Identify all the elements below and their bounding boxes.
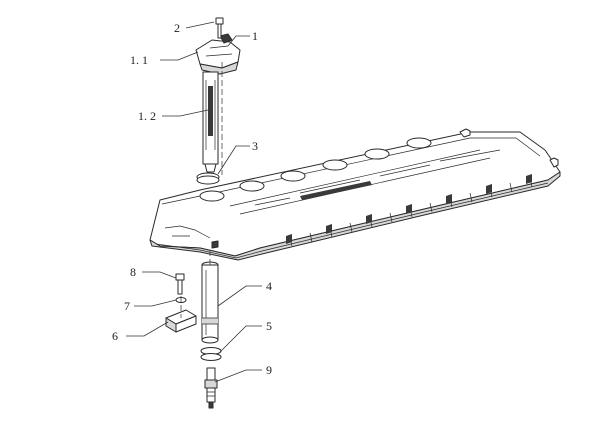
- label-1-1: 1. 1: [130, 53, 148, 67]
- valve-cover: [149, 128, 561, 261]
- label-5: 5: [266, 319, 272, 333]
- o-ring-5: [200, 347, 222, 361]
- label-1-2: 1. 2: [138, 109, 156, 123]
- sleeve-tube: [201, 261, 219, 344]
- label-4: 4: [266, 279, 272, 293]
- label-8: 8: [130, 265, 136, 279]
- bracket-6: [165, 309, 197, 333]
- callout-labels: 2 1 1. 1 1. 2 3 8 4 7 5 6 9: [112, 21, 272, 377]
- label-1: 1: [252, 29, 258, 43]
- axis-lower: [180, 250, 211, 318]
- label-7: 7: [124, 299, 130, 313]
- label-6: 6: [112, 329, 118, 343]
- bolt-8: [175, 273, 185, 295]
- label-2: 2: [174, 21, 180, 35]
- leader-lines: [126, 21, 262, 383]
- label-9: 9: [266, 363, 272, 377]
- label-3: 3: [252, 139, 258, 153]
- bolt-2: [215, 17, 224, 39]
- o-ring-3: [196, 172, 220, 185]
- spark-plug-9: [204, 367, 218, 409]
- ignition-coil: [195, 33, 241, 173]
